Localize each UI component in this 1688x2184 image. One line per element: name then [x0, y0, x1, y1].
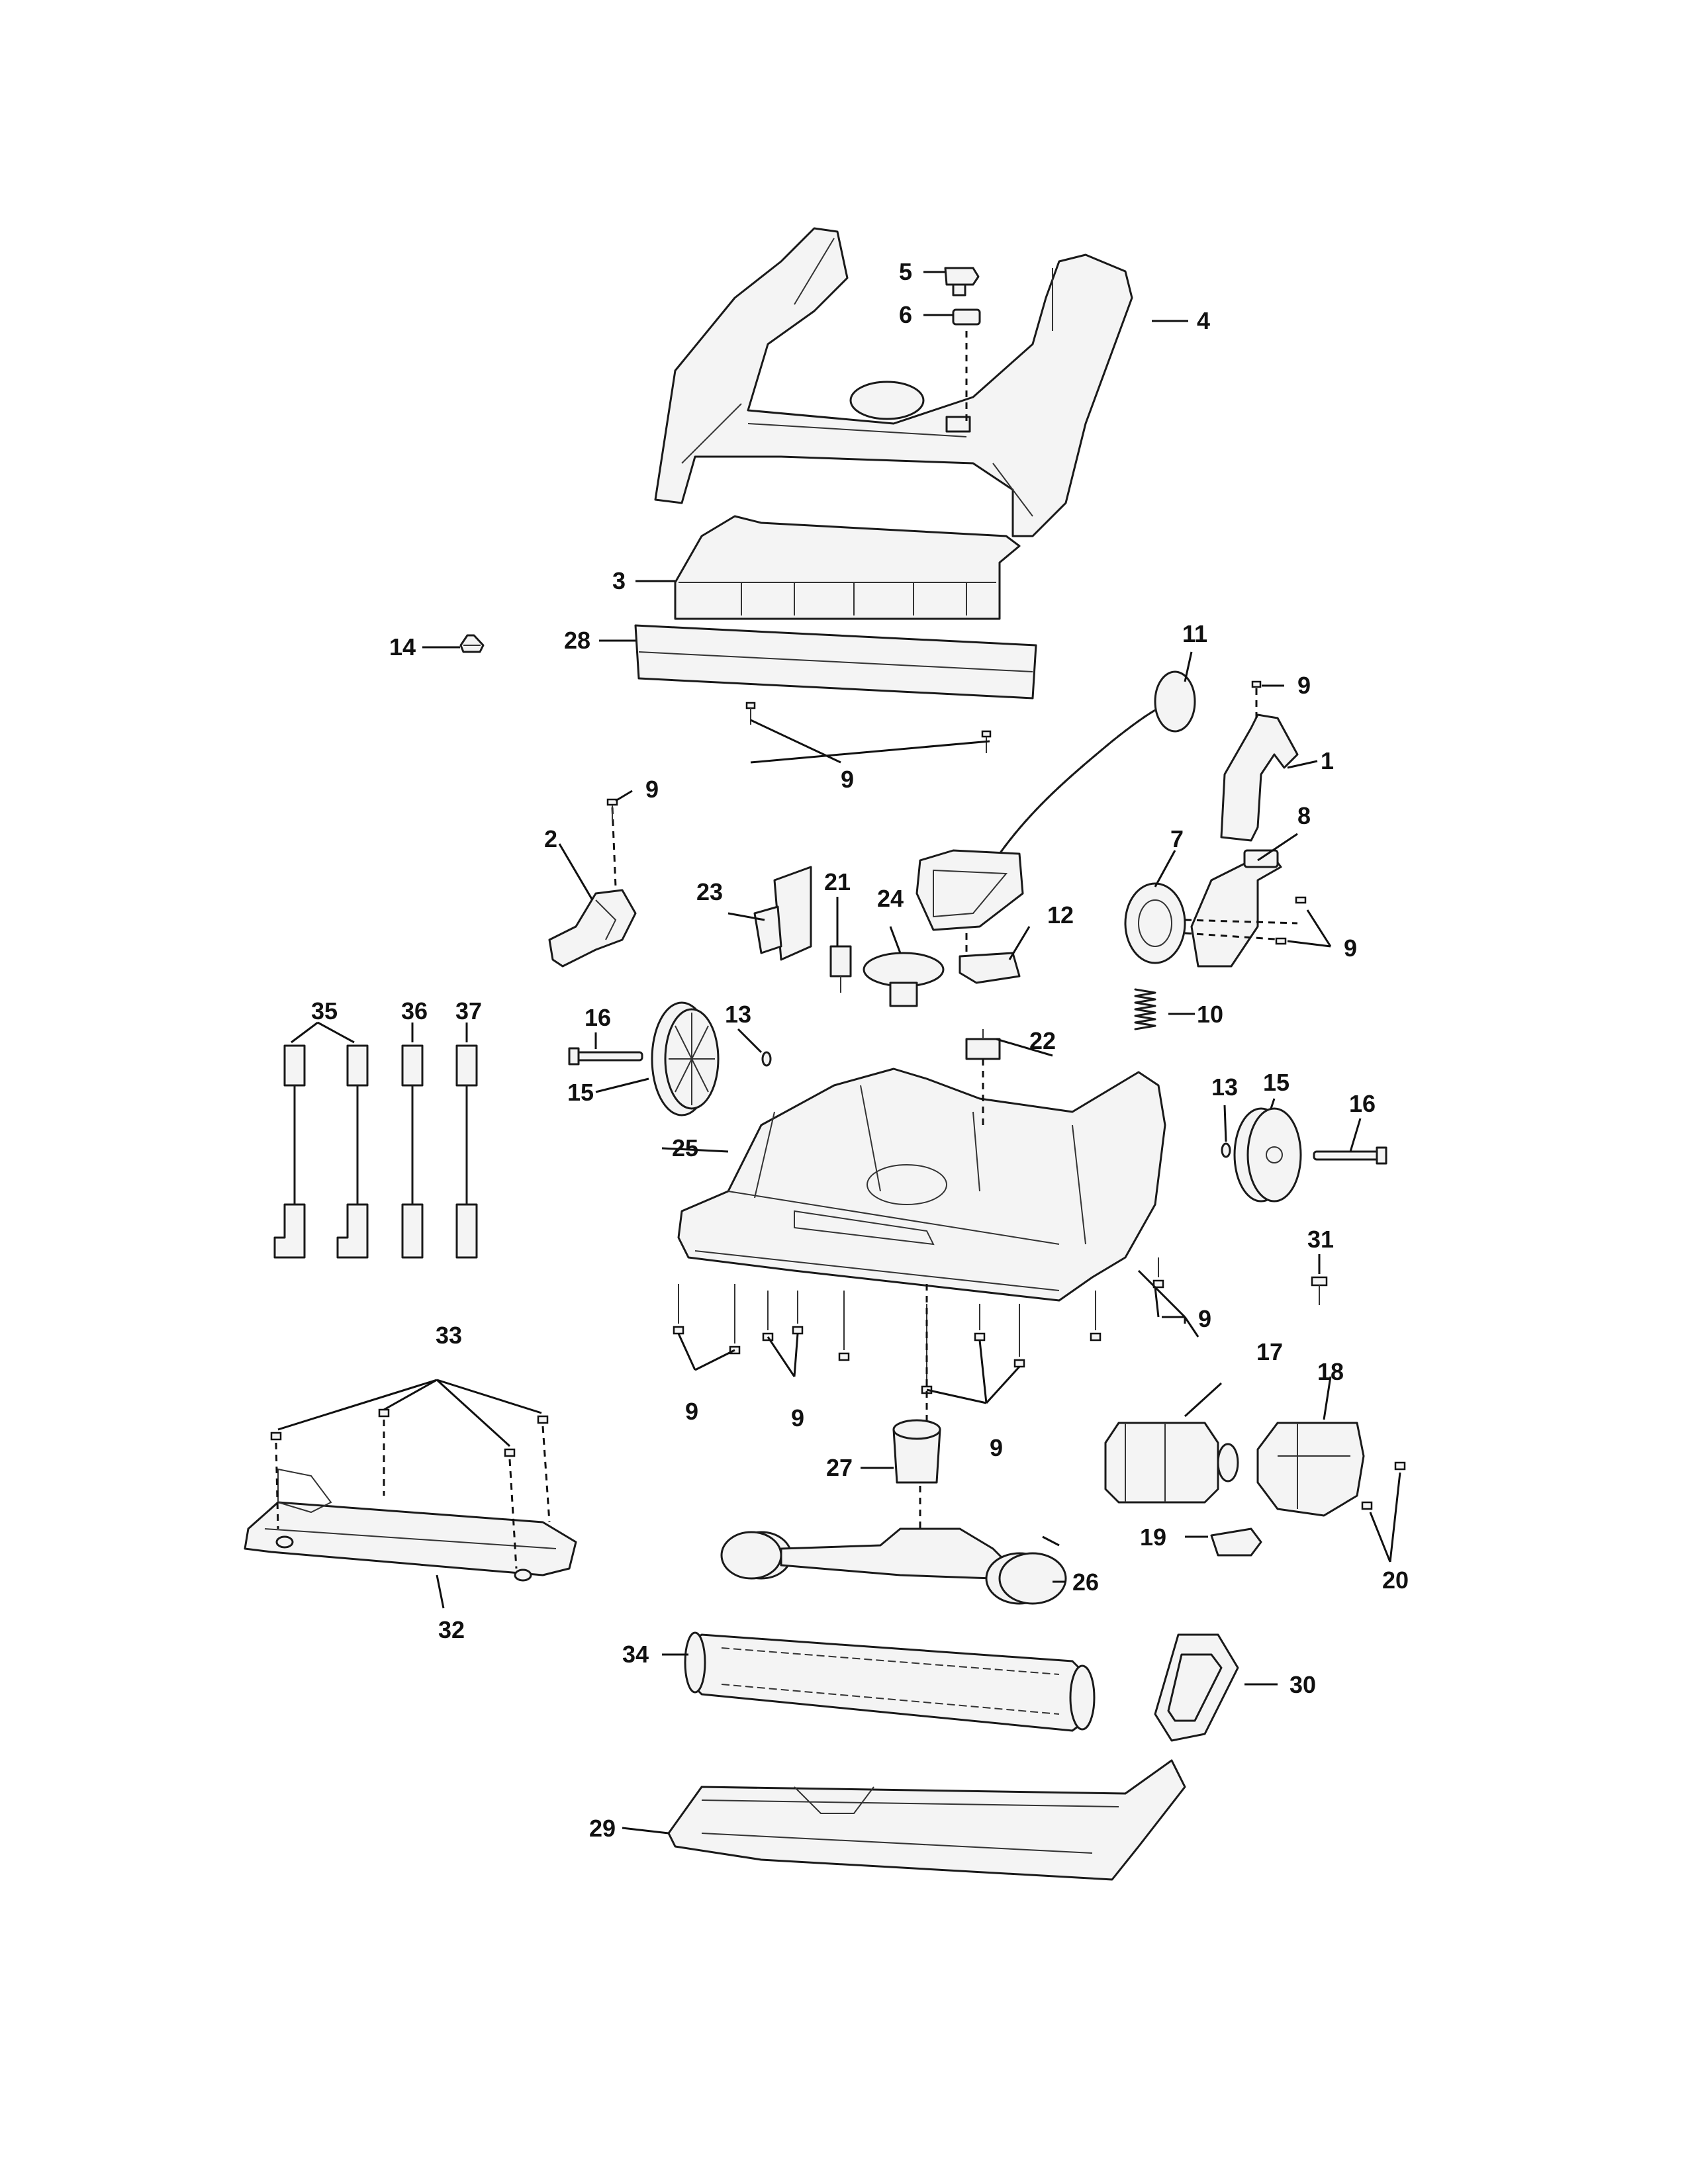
- part-30-belt: [1154, 1633, 1239, 1742]
- part-15-wheel-left: [651, 1001, 720, 1116]
- callout-27: 27: [826, 1454, 853, 1481]
- callout-33: 33: [436, 1322, 462, 1349]
- part-2-bracket: [548, 889, 637, 968]
- part-17-motor: [1104, 1422, 1239, 1504]
- callout-4: 4: [1197, 307, 1210, 334]
- part-16-axle-right: [1313, 1146, 1387, 1165]
- part-36-cord: [401, 1044, 424, 1259]
- part-22-contact: [965, 1029, 1001, 1060]
- part-13-clip-right: [1221, 1142, 1231, 1158]
- callout-9-a: 9: [1297, 672, 1311, 699]
- callout-23: 23: [696, 878, 723, 905]
- callout-16-right: 16: [1349, 1090, 1376, 1117]
- callout-19: 19: [1140, 1524, 1166, 1551]
- part-37-cord: [455, 1044, 478, 1259]
- callout-30: 30: [1289, 1671, 1316, 1698]
- callout-9-h: 9: [990, 1434, 1003, 1461]
- part-20-screws: [1361, 1461, 1406, 1510]
- part-4-handle-frame: [654, 227, 1133, 537]
- callout-29: 29: [589, 1815, 616, 1842]
- callout-32: 32: [438, 1616, 465, 1643]
- callout-13-right: 13: [1211, 1073, 1238, 1101]
- callout-15-left: 15: [567, 1079, 594, 1106]
- part-26-axle-assembly: [720, 1527, 1067, 1605]
- callout-8: 8: [1297, 802, 1311, 829]
- part-7-bearing: [1124, 882, 1186, 964]
- part-35-cord-a: [273, 1044, 306, 1259]
- callout-15-right: 15: [1263, 1069, 1289, 1096]
- callout-20: 20: [1382, 1567, 1409, 1594]
- part-3-hood: [674, 515, 1021, 620]
- callout-9-b: 9: [841, 766, 854, 793]
- part-16-axle-left: [568, 1047, 643, 1066]
- callout-1: 1: [1321, 747, 1334, 774]
- callout-17: 17: [1256, 1338, 1283, 1365]
- callout-36: 36: [401, 997, 428, 1024]
- part-32-plate: [244, 1468, 577, 1582]
- callout-labels: 5 6 4 3 28 14 11 9 9 1 9 2 7 8 9 23 21 2…: [311, 258, 1409, 1842]
- part-27-coupler: [892, 1419, 941, 1484]
- callout-26: 26: [1072, 1569, 1099, 1596]
- callout-13-left: 13: [725, 1001, 751, 1028]
- part-21-switch: [829, 945, 852, 993]
- part-10-spring: [1134, 988, 1156, 1030]
- part-18-gearbox: [1256, 1422, 1365, 1517]
- part-8-latch: [1190, 849, 1282, 968]
- callout-16-left: 16: [585, 1004, 611, 1031]
- callout-14: 14: [389, 633, 416, 660]
- callout-24: 24: [877, 885, 904, 912]
- part-13-clip-left: [761, 1051, 772, 1067]
- callout-11: 11: [1182, 620, 1207, 647]
- callout-9-g: 9: [791, 1404, 804, 1432]
- part-19-tab: [1210, 1527, 1262, 1557]
- callout-31: 31: [1307, 1226, 1334, 1253]
- callout-9-c: 9: [645, 776, 659, 803]
- part-35-cord-b: [336, 1044, 369, 1259]
- callout-12: 12: [1047, 901, 1074, 929]
- callout-25: 25: [672, 1134, 698, 1161]
- part-6-insert: [952, 308, 981, 326]
- callout-2: 2: [544, 825, 557, 852]
- callout-9-f: 9: [685, 1398, 698, 1425]
- part-5-clip: [944, 267, 980, 296]
- part-25-base: [677, 1068, 1166, 1302]
- callout-21: 21: [824, 868, 851, 895]
- callout-3: 3: [612, 567, 626, 594]
- part-34-brushroll: [684, 1631, 1096, 1732]
- callout-28: 28: [564, 627, 590, 654]
- callout-6: 6: [899, 301, 912, 328]
- callout-34: 34: [622, 1641, 649, 1668]
- part-12-seal: [959, 952, 1021, 984]
- part-1-bracket: [1220, 713, 1299, 842]
- screws-part-9: [606, 680, 1307, 1394]
- callout-9-e: 9: [1198, 1305, 1211, 1332]
- leader-lines: [277, 271, 1401, 1835]
- part-23-pcb: [753, 866, 812, 961]
- callout-22: 22: [1029, 1027, 1056, 1054]
- callout-5: 5: [899, 258, 912, 285]
- callout-9-d: 9: [1344, 934, 1357, 962]
- part-28-bumper: [634, 624, 1037, 700]
- part-29-baseplate: [667, 1759, 1186, 1881]
- callout-7: 7: [1170, 825, 1184, 852]
- part-15-wheel-right: [1233, 1107, 1302, 1203]
- callout-35: 35: [311, 997, 338, 1024]
- part-14-knob: [459, 634, 485, 653]
- part-31-screw: [1311, 1276, 1328, 1305]
- part-33-screws: [270, 1408, 549, 1457]
- callout-37: 37: [455, 997, 482, 1024]
- part-24-valve: [863, 952, 945, 1007]
- callout-18: 18: [1317, 1358, 1344, 1385]
- part-11-hose: [915, 670, 1196, 931]
- callout-10: 10: [1197, 1001, 1223, 1028]
